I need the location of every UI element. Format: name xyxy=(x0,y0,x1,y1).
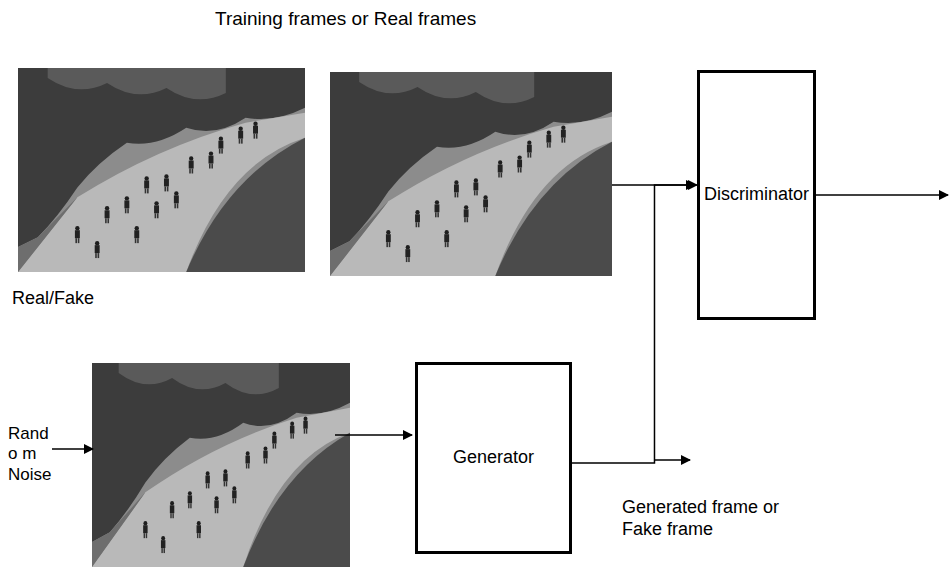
box-label: Generator xyxy=(453,447,534,469)
noise-arrow xyxy=(52,448,93,450)
text-label: Real/Fake xyxy=(12,288,94,310)
text-label: Generated frame or Fake frame xyxy=(622,497,802,540)
process-box: Generator xyxy=(415,362,572,554)
output-arrow xyxy=(655,459,690,461)
text-label: Training frames or Real frames xyxy=(215,8,476,31)
output-arrow xyxy=(815,194,948,196)
real-frame-photo xyxy=(330,72,612,276)
box-label: Discriminator xyxy=(704,184,809,206)
text-label: Rando m Noise xyxy=(8,424,52,485)
noise-frame-photo xyxy=(92,363,350,567)
input-arrow xyxy=(335,434,412,436)
flow-arrow xyxy=(572,185,697,463)
process-box: Discriminator xyxy=(697,70,816,320)
real-frame-photo xyxy=(18,68,305,272)
